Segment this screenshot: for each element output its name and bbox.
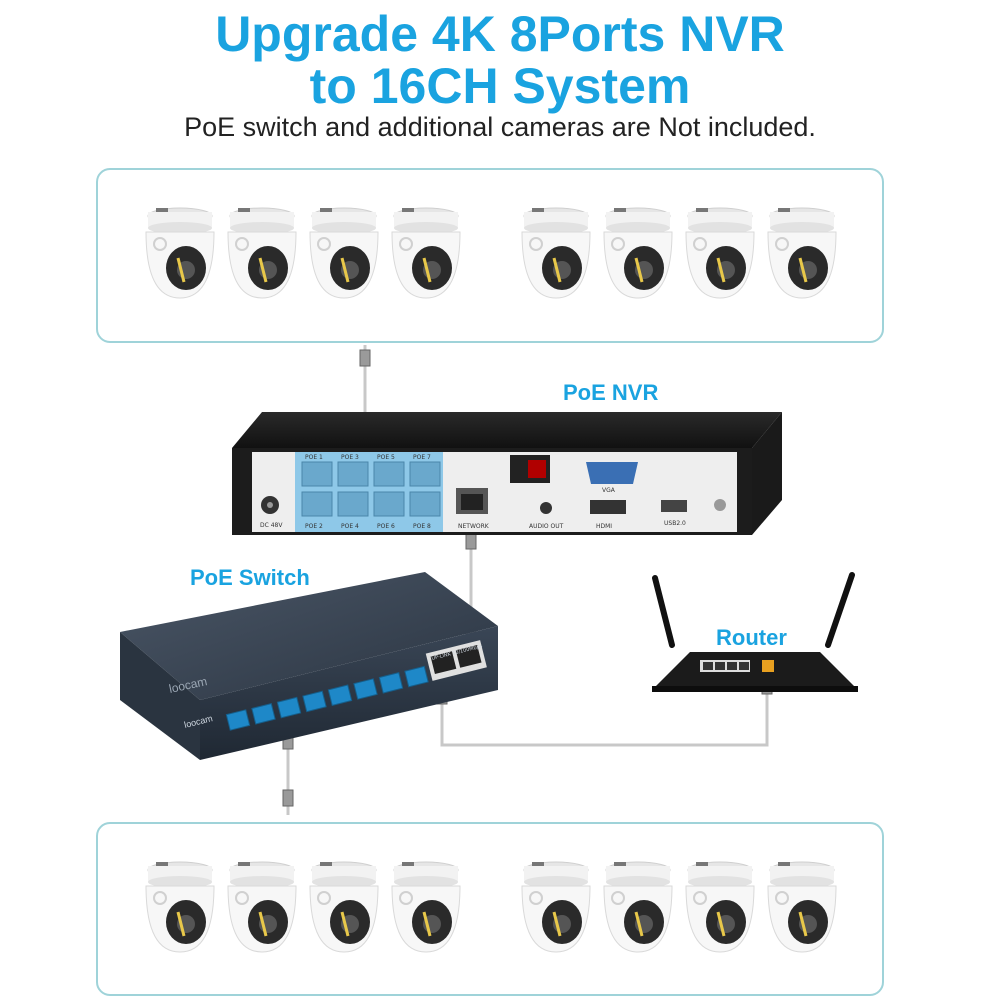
hdmi-label: HDMI (596, 523, 612, 530)
nvr-poe-port (301, 491, 333, 517)
switch-poe-port (251, 703, 276, 725)
nvr-poe-port (301, 461, 333, 487)
switch-poe-port (353, 678, 378, 700)
nvr-label: PoE NVR (563, 380, 659, 405)
switch-poe-port (276, 696, 302, 719)
bottom-dome-camera-icon (138, 852, 222, 956)
nvr-poe-port-label: POE 6 (377, 523, 395, 530)
ground-screw (714, 499, 726, 511)
top-dome-camera-icon (220, 198, 304, 302)
vga-label: VGA (602, 487, 616, 494)
nvr-poe-port-label: POE 8 (413, 523, 431, 530)
poe-switch: loocam loocam UP-LINK 10/100Mbps (120, 572, 498, 760)
title-line-2: to 16CH System (309, 58, 691, 114)
title-line-1: Upgrade 4K 8Ports NVR (215, 6, 785, 62)
bottom-dome-camera-icon (596, 852, 680, 956)
top-camera-group (96, 168, 884, 343)
router-wan-port (762, 660, 774, 672)
bottom-dome-camera-icon (220, 852, 304, 956)
switch-poe-port (378, 672, 404, 694)
bottom-camera-row (138, 852, 848, 962)
nvr-poe-port-label: POE 7 (413, 454, 431, 461)
top-dome-camera-icon (514, 198, 598, 302)
subtitle: PoE switch and additional cameras are No… (184, 112, 816, 142)
poe-nvr: POE 1 POE 2 POE 3 POE 4 POE 5 POE 6 POE 7 POE 8… (232, 412, 782, 535)
bottom-dome-camera-icon (760, 852, 844, 956)
top-dome-camera-icon (596, 198, 680, 302)
top-dome-camera-icon (302, 198, 386, 302)
nvr-poe-port (373, 461, 405, 487)
bottom-dome-camera-icon (384, 852, 468, 956)
top-dome-camera-icon (760, 198, 844, 302)
nvr-poe-port-label: POE 1 (305, 454, 323, 461)
switch-poe-port (327, 684, 353, 706)
nvr-poe-port (373, 491, 405, 517)
nvr-poe-port (337, 491, 369, 517)
audio-port (540, 502, 552, 514)
router (652, 572, 858, 692)
top-dome-camera-icon (678, 198, 762, 302)
router-antenna-right (825, 572, 855, 648)
nvr-poe-port (409, 491, 441, 517)
nvr-poe-ports: POE 1 POE 2 POE 3 POE 4 POE 5 POE 6 POE 7 POE 8 (301, 454, 441, 530)
nvr-poe-port-label: POE 3 (341, 454, 359, 461)
dc-label: DC 48V (260, 522, 283, 529)
top-camera-row (138, 198, 848, 308)
bottom-dome-camera-icon (302, 852, 386, 956)
nvr-poe-port-label: POE 2 (305, 523, 323, 530)
bottom-dome-camera-icon (514, 852, 598, 956)
usb-port (661, 500, 687, 512)
router-antenna-left (652, 575, 675, 648)
top-dome-camera-icon (384, 198, 468, 302)
network-label: NETWORK (458, 523, 490, 530)
switch-poe-port (302, 690, 327, 713)
switch-poe-ports (225, 665, 429, 731)
nvr-poe-port (409, 461, 441, 487)
audio-label: AUDIO OUT (529, 523, 564, 530)
switch-poe-port (225, 709, 251, 731)
bottom-camera-group (96, 822, 884, 996)
cable-switch-to-router (440, 690, 769, 747)
router-label: Router (716, 625, 787, 650)
switch-uplink-ports (425, 640, 487, 681)
usb-label: USB2.0 (664, 520, 686, 527)
nvr-poe-port-label: POE 5 (377, 454, 395, 461)
nvr-poe-port-label: POE 4 (341, 523, 359, 530)
bottom-dome-camera-icon (678, 852, 762, 956)
hdmi-port (590, 500, 626, 514)
nvr-poe-port (337, 461, 369, 487)
switch-label: PoE Switch (190, 565, 310, 590)
top-dome-camera-icon (138, 198, 222, 302)
vga-port (586, 462, 638, 484)
switch-poe-port (404, 665, 429, 688)
